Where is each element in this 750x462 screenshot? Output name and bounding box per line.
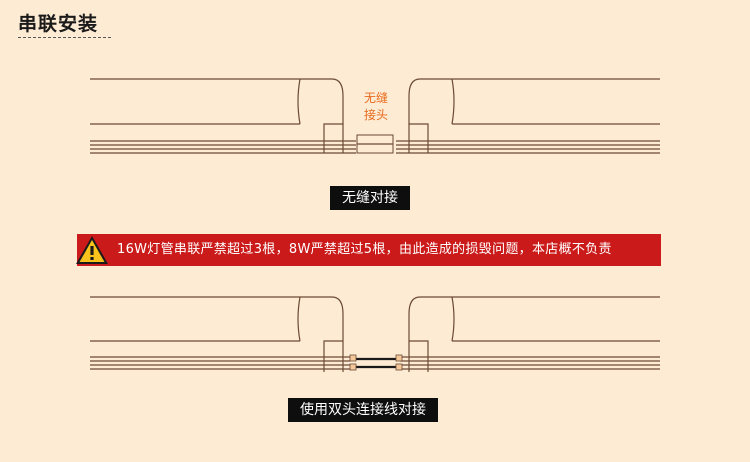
- top-right-tube: [396, 78, 660, 154]
- seamless-joint-label: 无缝 接头: [358, 90, 394, 124]
- double-head-connector-cable: [349, 354, 403, 371]
- section-title: 串联安装: [18, 13, 99, 35]
- warning-triangle-icon: [76, 236, 108, 264]
- seamless-caption: 无缝对接: [330, 186, 410, 210]
- top-left-tube: [90, 78, 356, 154]
- bottom-left-end-cap: [297, 296, 344, 372]
- warning-text: 16W灯管串联严禁超过3根，8W严禁超过5根，由此造成的损毁问题，本店概不负责: [117, 242, 612, 257]
- top-seamless-joint: [356, 134, 394, 154]
- title-underline: [18, 37, 111, 38]
- top-right-end-cap: [408, 78, 455, 153]
- seamless-joint-label-line1: 无缝: [363, 91, 388, 105]
- bottom-right-tube: [400, 296, 660, 370]
- top-left-end-cap: [297, 78, 344, 153]
- double-head-cable-caption: 使用双头连接线对接: [288, 398, 438, 422]
- bottom-left-tube: [90, 296, 350, 370]
- warning-banner: 16W灯管串联严禁超过3根，8W严禁超过5根，由此造成的损毁问题，本店概不负责: [76, 234, 661, 266]
- seamless-joint-label-line2: 接头: [363, 108, 388, 122]
